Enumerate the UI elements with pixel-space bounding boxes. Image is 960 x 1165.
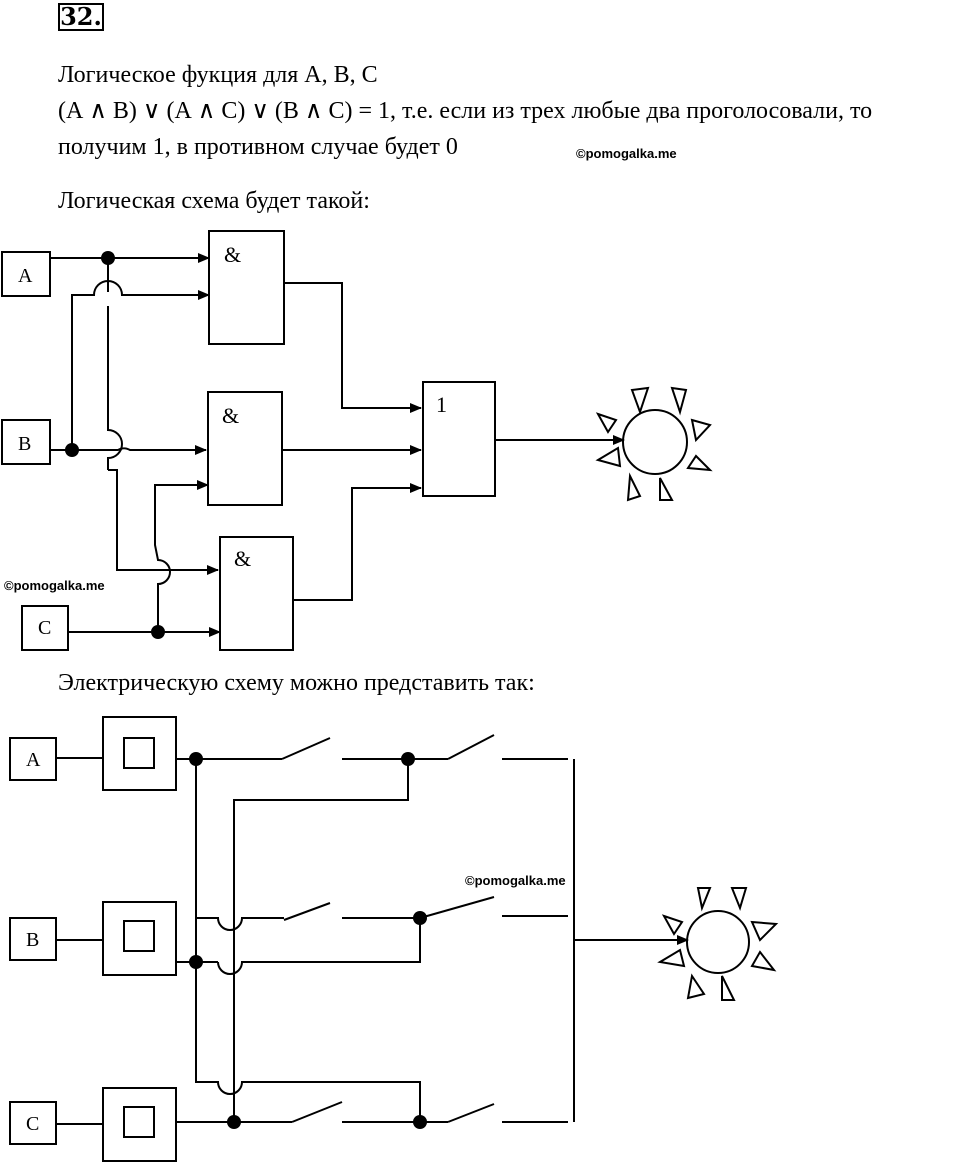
and-gate-1-label: &	[224, 242, 241, 267]
and-gate-1	[208, 230, 285, 345]
logic-lamp-icon	[622, 409, 688, 475]
logic-input-a-label: A	[18, 265, 33, 287]
and-gate-2	[207, 391, 283, 506]
relay-c	[102, 1087, 177, 1162]
relay-b	[102, 901, 177, 976]
logic-input-a-box	[1, 251, 51, 297]
electric-input-c-label: C	[26, 1113, 39, 1135]
or-gate-label: 1	[436, 392, 447, 417]
function-formula: (А ∧ В) ∨ (А ∧ С) ∨ (В ∧ С) = 1, т.е. ес…	[58, 98, 873, 124]
logic-scheme-caption: Логическая схема будет такой:	[58, 188, 370, 214]
logic-input-b-box	[1, 419, 51, 465]
logic-input-b-label: B	[18, 433, 31, 455]
and-gate-2-label: &	[222, 403, 239, 428]
and-gate-3	[219, 536, 294, 651]
function-explanation: получим 1, в противном случае будет 0	[58, 134, 458, 160]
function-title: Логическое фукция для А, В, С	[58, 62, 378, 88]
watermark-middle: ©pomogalka.me	[4, 578, 105, 593]
electric-scheme-caption: Электрическую схему можно представить та…	[58, 670, 535, 696]
logic-input-c-label: C	[38, 617, 51, 639]
watermark-top: ©pomogalka.me	[576, 146, 677, 161]
or-gate	[422, 381, 496, 497]
logic-scheme: A B C & & & 1	[1, 230, 713, 651]
relay-a	[102, 716, 177, 791]
logic-input-c-box	[21, 605, 69, 651]
electric-input-a-label: A	[26, 749, 41, 771]
and-gate-3-label: &	[234, 546, 251, 571]
electric-input-b-label: B	[26, 929, 39, 951]
electric-lamp-icon	[686, 910, 750, 974]
watermark-bottom: ©pomogalka.me	[465, 873, 566, 888]
electric-scheme: A B C	[9, 716, 779, 1162]
task-number: 32.	[58, 3, 104, 31]
